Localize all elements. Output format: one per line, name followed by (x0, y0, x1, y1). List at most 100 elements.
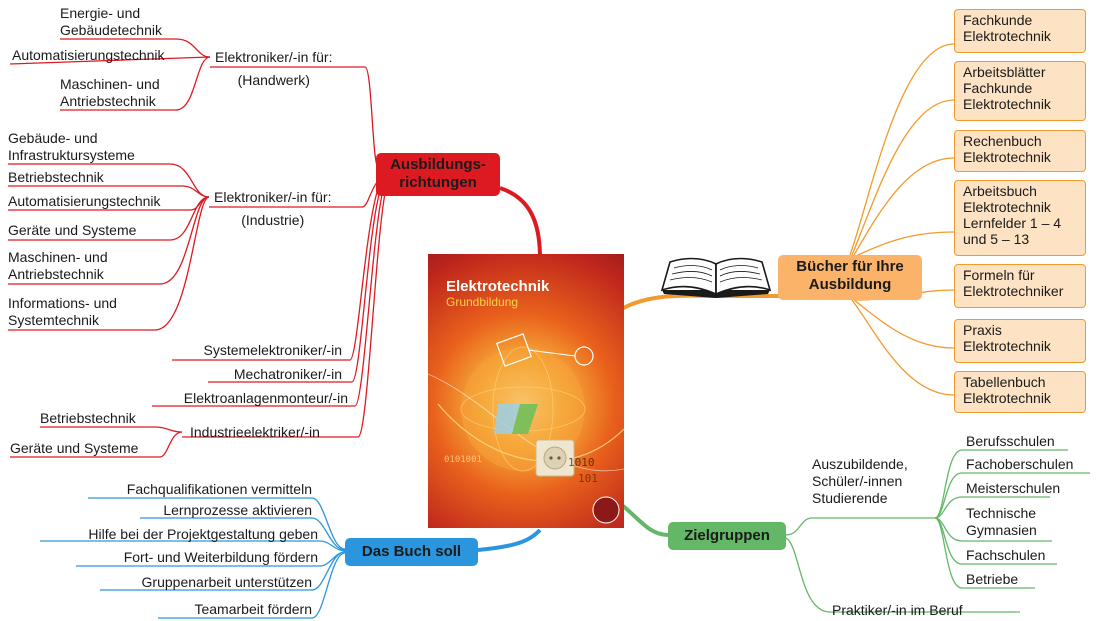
soll-item-5[interactable]: Gruppenarbeit unterstützen (60, 574, 312, 591)
book-item-arbeitsbuch-line-3: Lernfelder 1 – 4 (963, 215, 1062, 231)
schule-fachoberschulen[interactable]: Fachoberschulen (966, 456, 1073, 473)
book-item-praxis[interactable]: Praxis Elektrotechnik (954, 319, 1086, 363)
item-mechatroniker-text: Mechatroniker/-in (233, 366, 342, 382)
industrie-item-informations-line-1: Informations- und (8, 295, 117, 311)
book-item-formeln-line-1: Formeln für (963, 267, 1035, 283)
svg-text:101: 101 (578, 472, 598, 485)
book-item-arbeitsbuch[interactable]: Arbeitsbuch Elektrotechnik Lernfelder 1 … (954, 180, 1086, 256)
book-item-tabellenbuch-line-1: Tabellenbuch (963, 374, 1046, 390)
book-item-fachkunde-line-2: Elektrotechnik (963, 28, 1051, 44)
handwerk-label[interactable]: Elektroniker/-in für: (Handwerk) (215, 49, 332, 89)
soll-item-3[interactable]: Hilfe bei der Projektgestaltung geben (20, 526, 318, 543)
industrieelektriker-item-geraete-text: Geräte und Systeme (10, 440, 139, 456)
schule-fachschulen[interactable]: Fachschulen (966, 547, 1045, 564)
industrieelektriker-item-geraete[interactable]: Geräte und Systeme (10, 440, 138, 457)
book-item-arbeitsblaetter-line-3: Elektrotechnik (963, 96, 1051, 112)
item-systemelektroniker[interactable]: Systemelektroniker/-in (150, 342, 343, 359)
book-item-tabellenbuch[interactable]: Tabellenbuch Elektrotechnik (954, 371, 1086, 413)
soll-item-1[interactable]: Fachqualifikationen vermitteln (60, 481, 312, 498)
soll-item-1-text: Fachqualifikationen vermitteln (126, 481, 312, 497)
item-elektroanlagenmonteur-text: Elektroanlagenmonteur/-in (183, 390, 348, 406)
schule-berufsschulen[interactable]: Berufsschulen (966, 433, 1055, 450)
handwerk-item-energie[interactable]: Energie- und Gebäudetechnik (60, 5, 162, 39)
industrie-item-geraete[interactable]: Geräte und Systeme (8, 222, 136, 239)
book-item-arbeitsblaetter-line-1: Arbeitsblätter (963, 64, 1046, 80)
industrie-item-gebaeude-line-2: Infrastruktursysteme (8, 147, 135, 163)
schule-betriebe[interactable]: Betriebe (966, 571, 1018, 588)
industrie-label[interactable]: Elektroniker/-in für: (Industrie) (214, 189, 331, 229)
zielgruppe-auszubildende-line-3: Studierende (812, 490, 888, 506)
svg-text:1010: 1010 (568, 456, 595, 469)
schule-berufsschulen-text: Berufsschulen (966, 433, 1055, 449)
book-item-rechenbuch[interactable]: Rechenbuch Elektrotechnik (954, 130, 1086, 172)
zielgruppe-auszubildende-line-2: Schüler/-innen (812, 473, 903, 489)
book-cover[interactable]: 0101001 1010 101 Elektrotechnik Grundbil… (428, 254, 624, 528)
schule-meisterschulen[interactable]: Meisterschulen (966, 480, 1060, 497)
hub-ausbildung-line-1: Ausbildungs- (390, 156, 486, 173)
schule-technische-gymnasien-line-1: Technische (966, 505, 1037, 521)
book-item-praxis-line-2: Elektrotechnik (963, 338, 1051, 354)
industrie-item-geraete-text: Geräte und Systeme (8, 222, 137, 238)
open-book-icon (652, 252, 780, 300)
book-item-arbeitsbuch-line-4: und 5 – 13 (963, 231, 1030, 247)
book-item-arbeitsbuch-line-2: Elektrotechnik (963, 199, 1051, 215)
handwerk-item-energie-line-1: Energie- und (60, 5, 141, 21)
hub-ausbildung-line-2: richtungen (399, 174, 477, 191)
industrie-item-gebaeude[interactable]: Gebäude- und Infrastruktursysteme (8, 130, 135, 164)
book-item-rechenbuch-line-2: Elektrotechnik (963, 149, 1051, 165)
item-industrieelektriker[interactable]: Industrieelektriker/-in (190, 424, 320, 441)
soll-item-2[interactable]: Lernprozesse aktivieren (60, 502, 312, 519)
zielgruppe-praktiker[interactable]: Praktiker/-in im Beruf (832, 602, 963, 619)
book-cover-subtitle: Grundbildung (446, 295, 519, 309)
soll-item-4[interactable]: Fort- und Weiterbildung fördern (40, 549, 318, 566)
hub-zielgruppen-text: Zielgruppen (684, 527, 770, 544)
industrieelektriker-item-betriebstechnik[interactable]: Betriebstechnik (40, 410, 136, 427)
schule-fachoberschulen-text: Fachoberschulen (966, 456, 1074, 472)
schule-betriebe-text: Betriebe (966, 571, 1019, 587)
schule-meisterschulen-text: Meisterschulen (966, 480, 1061, 496)
book-item-fachkunde[interactable]: Fachkunde Elektrotechnik (954, 9, 1086, 53)
industrie-item-maschinen-line-1: Maschinen- und (8, 249, 108, 265)
industrie-item-informations-line-2: Systemtechnik (8, 312, 100, 328)
hub-buecher-line-1: Bücher für Ihre (796, 258, 904, 275)
book-item-fachkunde-line-1: Fachkunde (963, 12, 1033, 28)
handwerk-item-energie-line-2: Gebäudetechnik (60, 22, 162, 38)
book-item-formeln-line-2: Elektrotechniker (963, 283, 1064, 299)
item-mechatroniker[interactable]: Mechatroniker/-in (150, 366, 342, 383)
book-item-arbeitsblaetter[interactable]: Arbeitsblätter Fachkunde Elektrotechnik (954, 61, 1086, 121)
hub-das-buch-soll-text: Das Buch soll (361, 543, 462, 560)
zielgruppe-auszubildende[interactable]: Auszubildende, Schüler/-innen Studierend… (812, 456, 908, 507)
industrie-item-automatisierung[interactable]: Automatisierungstechnik (8, 193, 161, 210)
industrie-item-automatisierung-text: Automatisierungstechnik (8, 193, 161, 209)
soll-item-5-text: Gruppenarbeit unterstützen (141, 574, 312, 590)
industrie-item-informations[interactable]: Informations- und Systemtechnik (8, 295, 117, 329)
book-cover-art: 0101001 1010 101 (428, 333, 624, 524)
hub-zielgruppen[interactable]: Zielgruppen (668, 522, 786, 550)
soll-item-6[interactable]: Teamarbeit fördern (60, 601, 312, 618)
industrie-item-betriebstechnik[interactable]: Betriebstechnik (8, 169, 104, 186)
schule-technische-gymnasien[interactable]: Technische Gymnasien (966, 505, 1037, 539)
book-item-praxis-line-1: Praxis (963, 322, 1002, 338)
industrie-label-line-2: (Industrie) (241, 212, 305, 228)
hub-ausbildungsrichtungen[interactable]: Ausbildungs- richtungen (376, 153, 500, 196)
zielgruppe-praktiker-text: Praktiker/-in im Beruf (832, 602, 963, 618)
hub-buecher[interactable]: Bücher für Ihre Ausbildung (778, 255, 922, 300)
hub-das-buch-soll[interactable]: Das Buch soll (345, 538, 478, 566)
handwerk-item-maschinen[interactable]: Maschinen- und Antriebstechnik (60, 76, 160, 110)
item-elektroanlagenmonteur[interactable]: Elektroanlagenmonteur/-in (140, 390, 348, 407)
hub-buecher-line-2: Ausbildung (808, 276, 892, 293)
soll-item-2-text: Lernprozesse aktivieren (163, 502, 312, 518)
book-item-tabellenbuch-line-2: Elektrotechnik (963, 390, 1051, 406)
schule-fachschulen-text: Fachschulen (966, 547, 1046, 563)
industrie-item-maschinen[interactable]: Maschinen- und Antriebstechnik (8, 249, 108, 283)
handwerk-item-maschinen-line-2: Antriebstechnik (60, 93, 156, 109)
industrie-item-maschinen-line-2: Antriebstechnik (8, 266, 104, 282)
zielgruppe-auszubildende-line-1: Auszubildende, (812, 456, 908, 472)
soll-item-3-text: Hilfe bei der Projektgestaltung geben (88, 526, 318, 542)
book-item-formeln[interactable]: Formeln für Elektrotechniker (954, 264, 1086, 308)
item-systemelektroniker-text: Systemelektroniker/-in (203, 342, 343, 358)
handwerk-item-automatisierung[interactable]: Automatisierungstechnik (12, 47, 165, 64)
book-item-rechenbuch-line-1: Rechenbuch (963, 133, 1042, 149)
